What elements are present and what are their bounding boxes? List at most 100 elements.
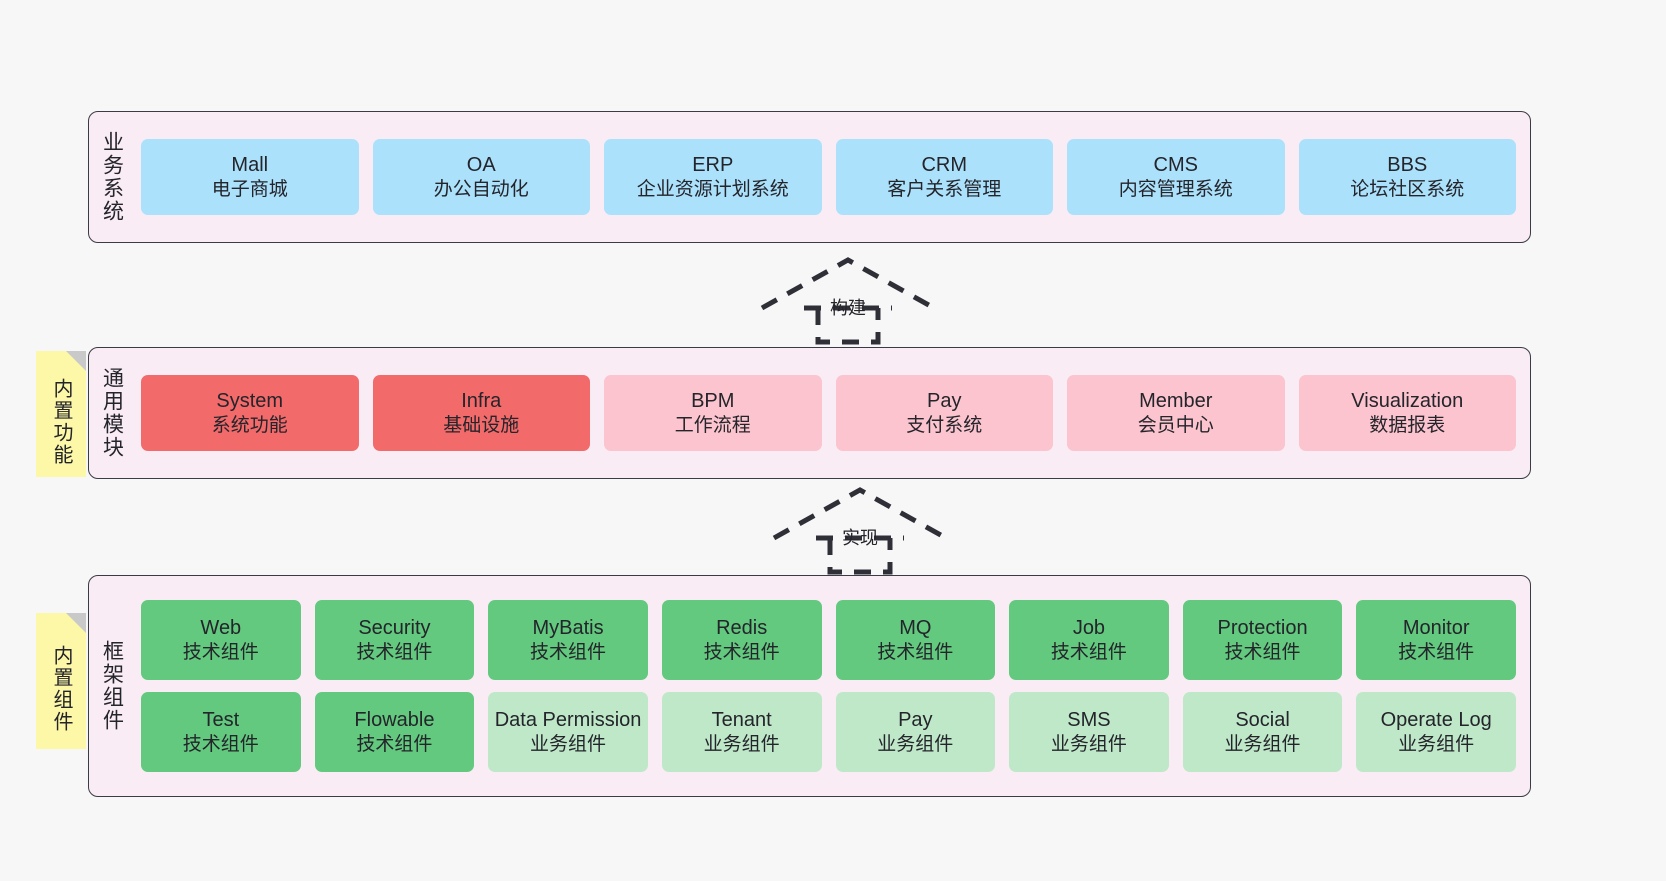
card-flowable[interactable]: Flowable 技术组件 (314, 692, 475, 772)
generalization-arrow-icon (772, 487, 948, 575)
card-social[interactable]: Social 业务组件 (1182, 692, 1343, 772)
card-protection[interactable]: Protection 技术组件 (1182, 600, 1343, 680)
card-subtitle: 技术组件 (877, 641, 954, 663)
note-builtin-component: 内置组件 (36, 613, 86, 749)
note-label: 内置功能 (50, 378, 72, 466)
card-subtitle: 基础设施 (443, 414, 520, 436)
layer-title-business: 业务系统 (100, 131, 124, 223)
card-title: Security (358, 617, 431, 640)
card-title: BPM (691, 390, 735, 413)
card-title: Pay (898, 709, 933, 732)
layer-title-framework: 框架组件 (100, 640, 124, 732)
card-title: Social (1235, 709, 1290, 732)
card-title: Infra (461, 390, 502, 413)
card-title: Web (200, 617, 242, 640)
card-data-permission[interactable]: Data Permission 业务组件 (488, 692, 648, 772)
card-title: MQ (899, 617, 932, 640)
card-title: System (216, 390, 284, 413)
card-subtitle: 技术组件 (1050, 641, 1127, 663)
card-row: Test 技术组件 Flowable 技术组件 Data Permission … (141, 692, 1516, 772)
card-row: Web 技术组件 Security 技术组件 MyBatis 技术组件 Redi… (141, 600, 1516, 680)
card-subtitle: 技术组件 (530, 641, 607, 663)
card-pay-component[interactable]: Pay 业务组件 (835, 692, 996, 772)
card-subtitle: 客户关系管理 (887, 178, 1002, 200)
card-security[interactable]: Security 技术组件 (314, 600, 475, 680)
card-erp[interactable]: ERP 企业资源计划系统 (604, 139, 822, 215)
card-row: System 系统功能 Infra 基础设施 BPM 工作流程 Pay 支付系统… (141, 375, 1516, 451)
card-tenant[interactable]: Tenant 业务组件 (661, 692, 822, 772)
card-subtitle: 系统功能 (211, 414, 288, 436)
layer-framework-components: 框架组件 Web 技术组件 Security 技术组件 MyBatis 技术组件… (88, 575, 1531, 797)
card-bbs[interactable]: BBS 论坛社区系统 (1298, 139, 1516, 215)
card-monitor[interactable]: Monitor 技术组件 (1356, 600, 1516, 680)
card-title: Data Permission (494, 709, 642, 732)
card-title: Protection (1217, 617, 1308, 640)
card-sms[interactable]: SMS 业务组件 (1009, 692, 1169, 772)
card-subtitle: 技术组件 (1398, 641, 1475, 663)
card-cms[interactable]: CMS 内容管理系统 (1067, 139, 1285, 215)
note-label: 内置组件 (50, 645, 72, 733)
card-oa[interactable]: OA 办公自动化 (372, 139, 590, 215)
card-title: ERP (692, 154, 734, 177)
card-title: Pay (927, 390, 962, 413)
layer-common-modules: 通用模块 System 系统功能 Infra 基础设施 BPM 工作流程 Pay… (88, 347, 1531, 479)
card-test[interactable]: Test 技术组件 (141, 692, 301, 772)
card-system[interactable]: System 系统功能 (141, 375, 359, 451)
card-crm[interactable]: CRM 客户关系管理 (835, 139, 1053, 215)
connector-label-build: 构建 (830, 298, 866, 318)
card-subtitle: 论坛社区系统 (1350, 178, 1465, 200)
card-subtitle: 办公自动化 (433, 178, 529, 200)
card-title: Monitor (1402, 617, 1470, 640)
card-subtitle: 业务组件 (1224, 733, 1301, 755)
card-mall[interactable]: Mall 电子商城 (141, 139, 359, 215)
card-operate-log[interactable]: Operate Log 业务组件 (1356, 692, 1516, 772)
card-subtitle: 内容管理系统 (1118, 178, 1233, 200)
card-title: Redis (716, 617, 768, 640)
card-title: Visualization (1351, 390, 1464, 413)
card-title: Mall (231, 154, 269, 177)
layer-title-modules: 通用模块 (100, 367, 124, 459)
card-mybatis[interactable]: MyBatis 技术组件 (488, 600, 648, 680)
card-subtitle: 电子商城 (211, 178, 288, 200)
card-title: Job (1072, 617, 1106, 640)
generalization-arrow-icon (760, 257, 936, 345)
card-web[interactable]: Web 技术组件 (141, 600, 301, 680)
card-title: BBS (1387, 154, 1428, 177)
card-bpm[interactable]: BPM 工作流程 (604, 375, 822, 451)
card-subtitle: 技术组件 (356, 641, 433, 663)
card-member[interactable]: Member 会员中心 (1067, 375, 1285, 451)
cards-area-framework: Web 技术组件 Security 技术组件 MyBatis 技术组件 Redi… (135, 576, 1530, 796)
card-subtitle: 支付系统 (906, 414, 983, 436)
card-row: Mall 电子商城 OA 办公自动化 ERP 企业资源计划系统 CRM 客户关系… (141, 139, 1516, 215)
card-title: Operate Log (1380, 709, 1492, 732)
card-subtitle: 技术组件 (1224, 641, 1301, 663)
card-subtitle: 技术组件 (356, 733, 433, 755)
card-pay-module[interactable]: Pay 支付系统 (835, 375, 1053, 451)
card-mq[interactable]: MQ 技术组件 (835, 600, 996, 680)
card-title: Test (202, 709, 240, 732)
card-title: Member (1139, 390, 1213, 413)
connector-label-impl: 实现 (842, 528, 878, 548)
card-subtitle: 业务组件 (1398, 733, 1475, 755)
card-title: CMS (1153, 154, 1198, 177)
card-subtitle: 业务组件 (1050, 733, 1127, 755)
card-subtitle: 业务组件 (877, 733, 954, 755)
card-title: OA (466, 154, 496, 177)
card-title: MyBatis (532, 617, 604, 640)
card-subtitle: 数据报表 (1369, 414, 1446, 436)
card-infra[interactable]: Infra 基础设施 (372, 375, 590, 451)
card-title: Tenant (711, 709, 772, 732)
card-subtitle: 工作流程 (674, 414, 751, 436)
card-visualization[interactable]: Visualization 数据报表 (1298, 375, 1516, 451)
card-title: SMS (1067, 709, 1111, 732)
card-subtitle: 业务组件 (530, 733, 607, 755)
card-redis[interactable]: Redis 技术组件 (661, 600, 822, 680)
note-builtin-function: 内置功能 (36, 351, 86, 477)
card-title: Flowable (354, 709, 435, 732)
cards-area-modules: System 系统功能 Infra 基础设施 BPM 工作流程 Pay 支付系统… (135, 348, 1530, 478)
card-job[interactable]: Job 技术组件 (1009, 600, 1169, 680)
card-subtitle: 业务组件 (703, 733, 780, 755)
card-subtitle: 技术组件 (182, 641, 259, 663)
card-title: CRM (921, 154, 968, 177)
